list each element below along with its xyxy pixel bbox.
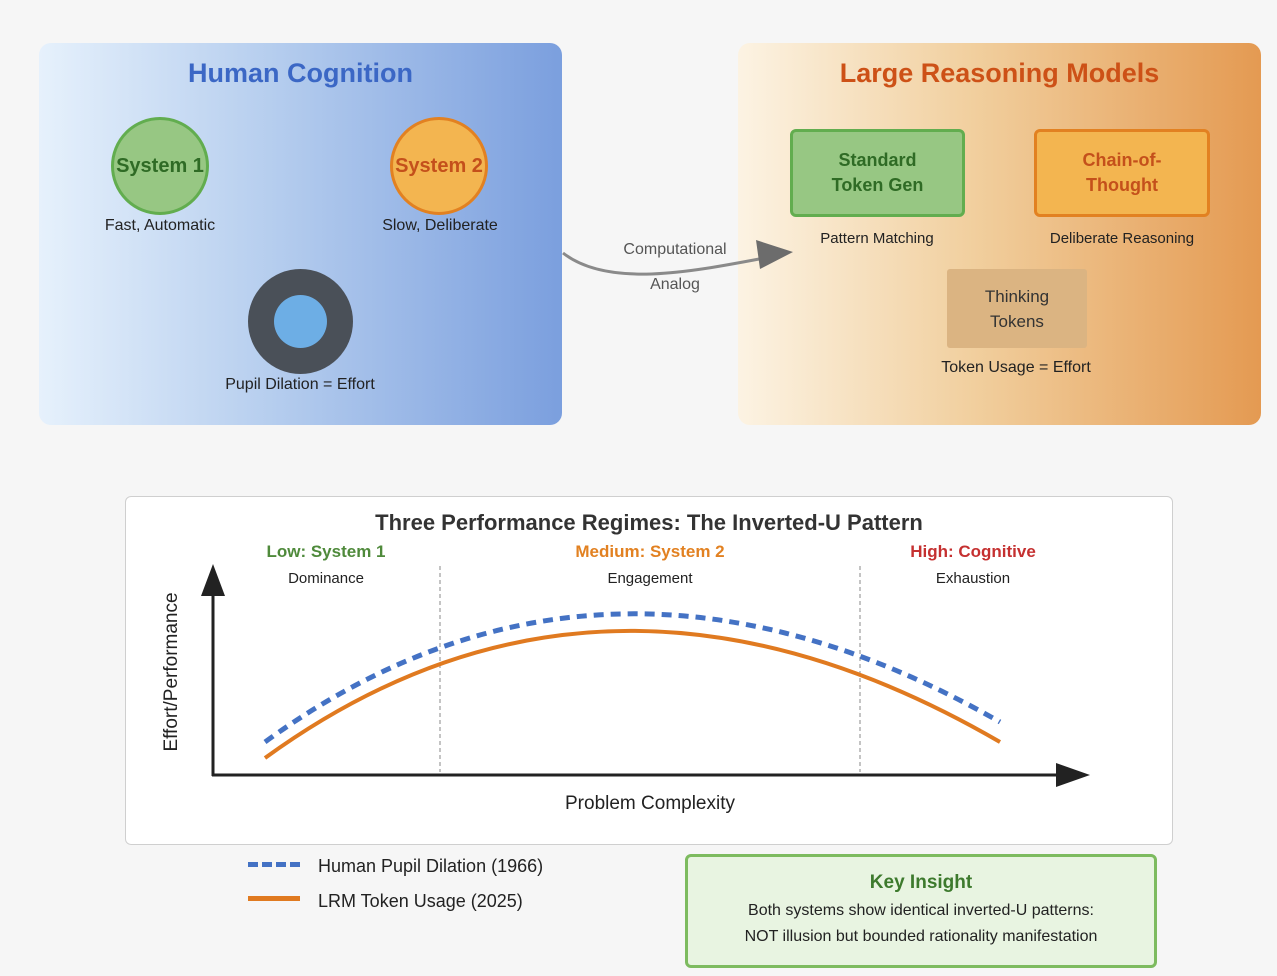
system2-caption: Slow, Deliberate: [382, 217, 498, 234]
legend-lrm-swatch: [248, 896, 300, 901]
key-insight-title: Key Insight: [869, 872, 973, 893]
human-pupil-dilation-curve: [263, 611, 1002, 745]
x-axis-label: Problem Complexity: [565, 793, 735, 814]
regime-medium-subtitle: Engagement: [607, 570, 693, 587]
connector-label-line1: Computational: [623, 241, 727, 258]
cot-box-line2: Thought: [1086, 175, 1158, 195]
chain-of-thought-box: Chain-of- Thought: [1034, 129, 1210, 217]
regime-medium-title: Medium: System 2: [575, 542, 725, 561]
connector-label-line2: Analog: [650, 276, 700, 293]
human-cognition-title: Human Cognition: [188, 58, 413, 88]
legend-human-label: Human Pupil Dilation (1966): [318, 856, 544, 876]
token-usage-caption: Token Usage = Effort: [941, 359, 1091, 376]
system2-label: System 2: [395, 154, 483, 177]
lrm-token-usage-curve: [263, 628, 1002, 760]
key-insight-line1: Both systems show identical inverted-U p…: [748, 902, 1094, 919]
regime-low-title: Low: System 1: [266, 542, 386, 561]
standard-box-line2: Token Gen: [831, 175, 924, 195]
connector-arrowhead-icon: [756, 240, 793, 269]
thinking-box-line1: Thinking: [984, 286, 1050, 306]
inverted-u-chart-panel: [125, 496, 1173, 845]
x-axis-arrowhead-icon: [1056, 763, 1090, 787]
key-insight-line2: NOT illusion but bounded rationality man…: [744, 928, 1098, 945]
pupil-center-icon: [274, 295, 327, 348]
system1-caption: Fast, Automatic: [104, 217, 216, 234]
regime-high-title: High: Cognitive: [910, 542, 1036, 561]
standard-token-gen-box: Standard Token Gen: [790, 129, 965, 217]
system1-label: System 1: [116, 154, 204, 177]
y-axis-arrowhead-icon: [201, 564, 225, 596]
connector-arrow: [562, 251, 776, 276]
chart-title: Three Performance Regimes: The Inverted-…: [375, 510, 923, 535]
lrm-panel: [738, 43, 1261, 425]
lrm-title: Large Reasoning Models: [839, 58, 1160, 88]
cot-box-line1: Chain-of-: [1082, 150, 1162, 170]
system1-circle: System 1: [111, 117, 209, 215]
legend-human-swatch: [248, 862, 300, 867]
legend-lrm-label: LRM Token Usage (2025): [318, 891, 523, 911]
pattern-matching-caption: Pattern Matching: [820, 230, 934, 247]
system2-circle: System 2: [390, 117, 488, 215]
regime-low-subtitle: Dominance: [288, 570, 364, 587]
key-insight-box: [685, 854, 1157, 968]
thinking-tokens-box: Thinking Tokens: [947, 269, 1087, 348]
thinking-box-line2: Tokens: [990, 311, 1044, 331]
pupil-dilation-caption: Pupil Dilation = Effort: [225, 376, 375, 393]
standard-box-line1: Standard: [838, 150, 917, 170]
y-axis-label: Effort/Performance: [161, 592, 182, 752]
deliberate-reasoning-caption: Deliberate Reasoning: [1049, 230, 1195, 247]
regime-high-subtitle: Exhaustion: [935, 570, 1011, 587]
